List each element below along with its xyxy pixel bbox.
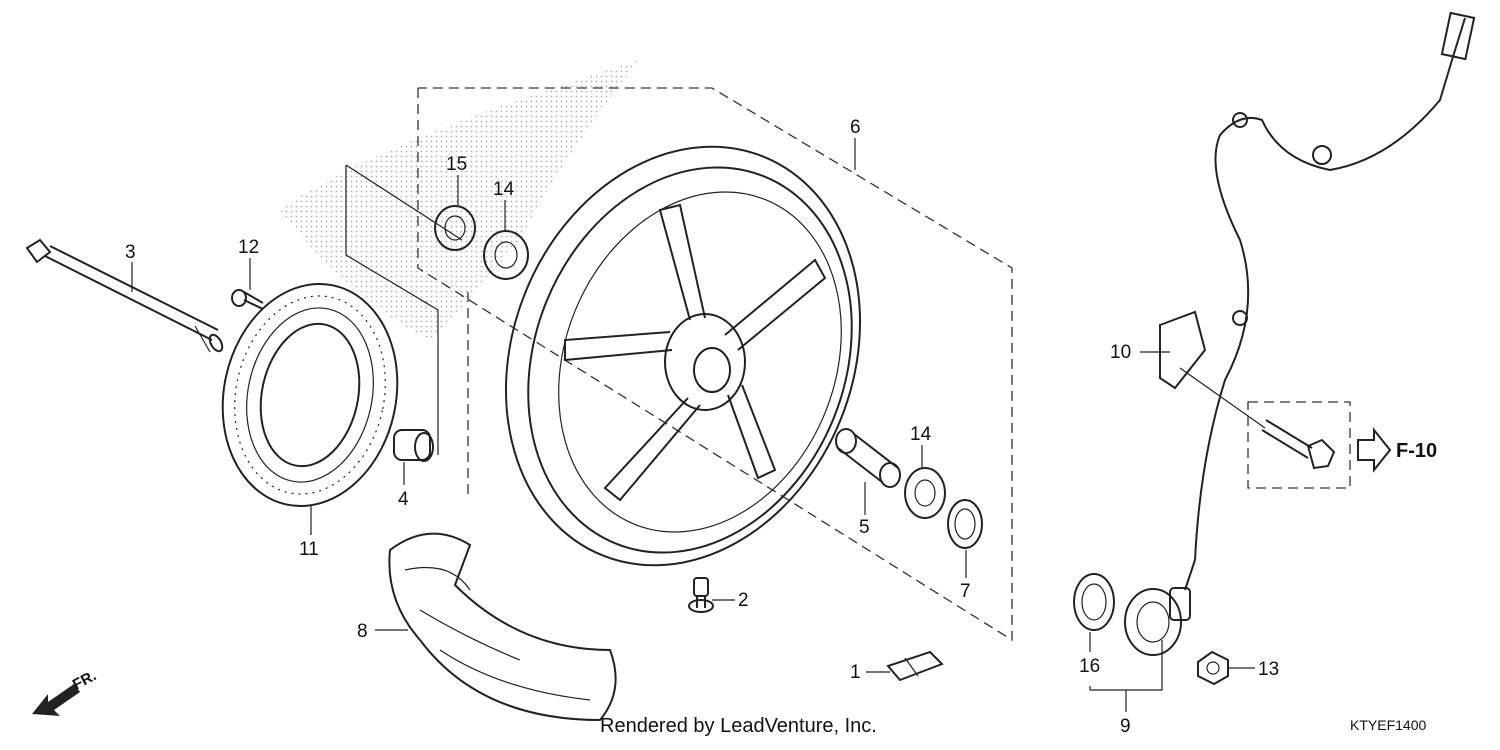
disc-bolt-part (231, 289, 264, 310)
sensor-cable-part (1124, 11, 1476, 656)
callout-14-lower: 14 (910, 424, 932, 445)
front-direction-arrow-icon (32, 684, 80, 716)
brake-disc-part (221, 282, 399, 508)
callout-6: 6 (850, 117, 861, 138)
callout-15: 15 (446, 154, 467, 175)
axle-part (25, 238, 224, 353)
callout-7: 7 (960, 581, 971, 602)
callout-12: 12 (238, 237, 259, 258)
wheel-part (504, 145, 862, 567)
callout-4: 4 (398, 489, 409, 510)
callout-11: 11 (299, 539, 319, 560)
clip-part (886, 650, 944, 682)
hub-guide (345, 165, 439, 455)
nut-part (1197, 650, 1229, 686)
bearing-14-upper-part (483, 230, 529, 280)
dust-seal-part (947, 499, 983, 549)
mudguard-part (388, 532, 617, 722)
leader-lines (131, 138, 1255, 712)
spacer-part (393, 429, 434, 462)
reference-arrow-icon (1357, 427, 1392, 473)
callout-10: 10 (1110, 342, 1131, 363)
callout-9: 9 (1120, 716, 1131, 737)
f10-reference-box (1247, 401, 1351, 489)
callout-16: 16 (1079, 656, 1100, 677)
assembly-frame (417, 87, 1013, 642)
shading-area (280, 60, 640, 340)
callout-3: 3 (125, 242, 136, 263)
bearing-14-lower-part (904, 467, 946, 519)
diagram-code: KTYEF1400 (1350, 717, 1426, 733)
render-credit: Rendered by LeadVenture, Inc. (600, 715, 877, 737)
callout-numbers: 1 2 3 4 5 6 7 8 9 10 11 12 13 14 14 15 1… (125, 117, 1279, 737)
bearing-15-part (434, 205, 476, 251)
callout-13: 13 (1258, 659, 1279, 680)
callout-1: 1 (850, 662, 861, 683)
seal-16-part (1073, 573, 1115, 631)
callout-5: 5 (859, 517, 870, 538)
callout-14-upper: 14 (493, 179, 515, 200)
valve-part (688, 577, 714, 613)
sensor-bolt-part (1261, 419, 1336, 470)
f10-reference-label: F-10 (1396, 440, 1437, 462)
callout-2: 2 (738, 590, 749, 611)
collar-part (835, 428, 901, 488)
callout-8: 8 (357, 621, 368, 642)
